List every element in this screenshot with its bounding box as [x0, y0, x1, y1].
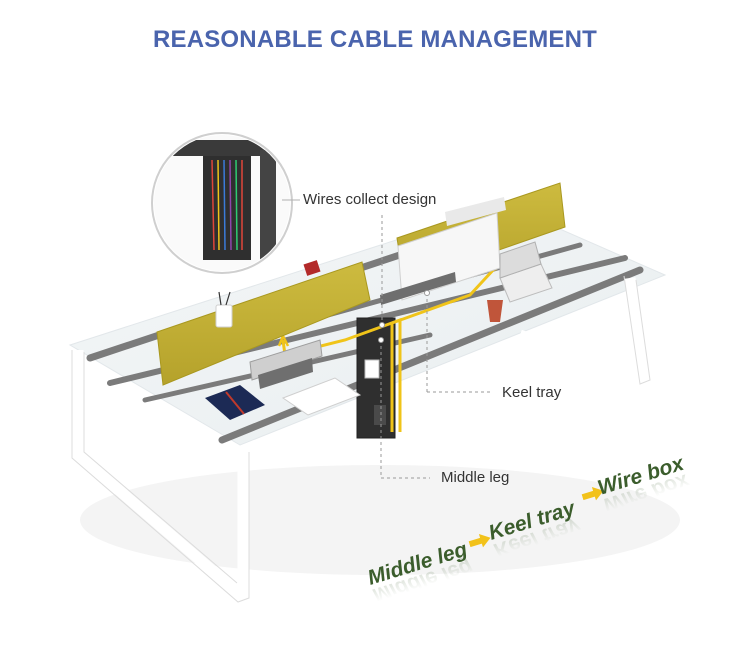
leader-lines: [380, 215, 490, 479]
desk-items: [205, 241, 553, 420]
callout-middle-leg: Middle leg: [441, 469, 510, 486]
detail-circle: [151, 132, 293, 274]
arrow-right-icon: [581, 487, 604, 501]
privacy-panel-left: [156, 260, 371, 386]
privacy-panel-right: [396, 182, 566, 301]
desk-frame-outline: [71, 275, 651, 603]
desk-frame: [72, 277, 651, 603]
callout-wires-collect: Wires collect design: [303, 191, 437, 208]
arrow-right-icon: [468, 534, 491, 548]
leader-dots: [378, 290, 430, 343]
page-title: REASONABLE CABLE MANAGEMENT: [152, 26, 598, 53]
wire-box: [249, 272, 456, 389]
floor-shadow: [80, 465, 680, 575]
callout-keel-tray: Keel tray: [502, 384, 562, 401]
